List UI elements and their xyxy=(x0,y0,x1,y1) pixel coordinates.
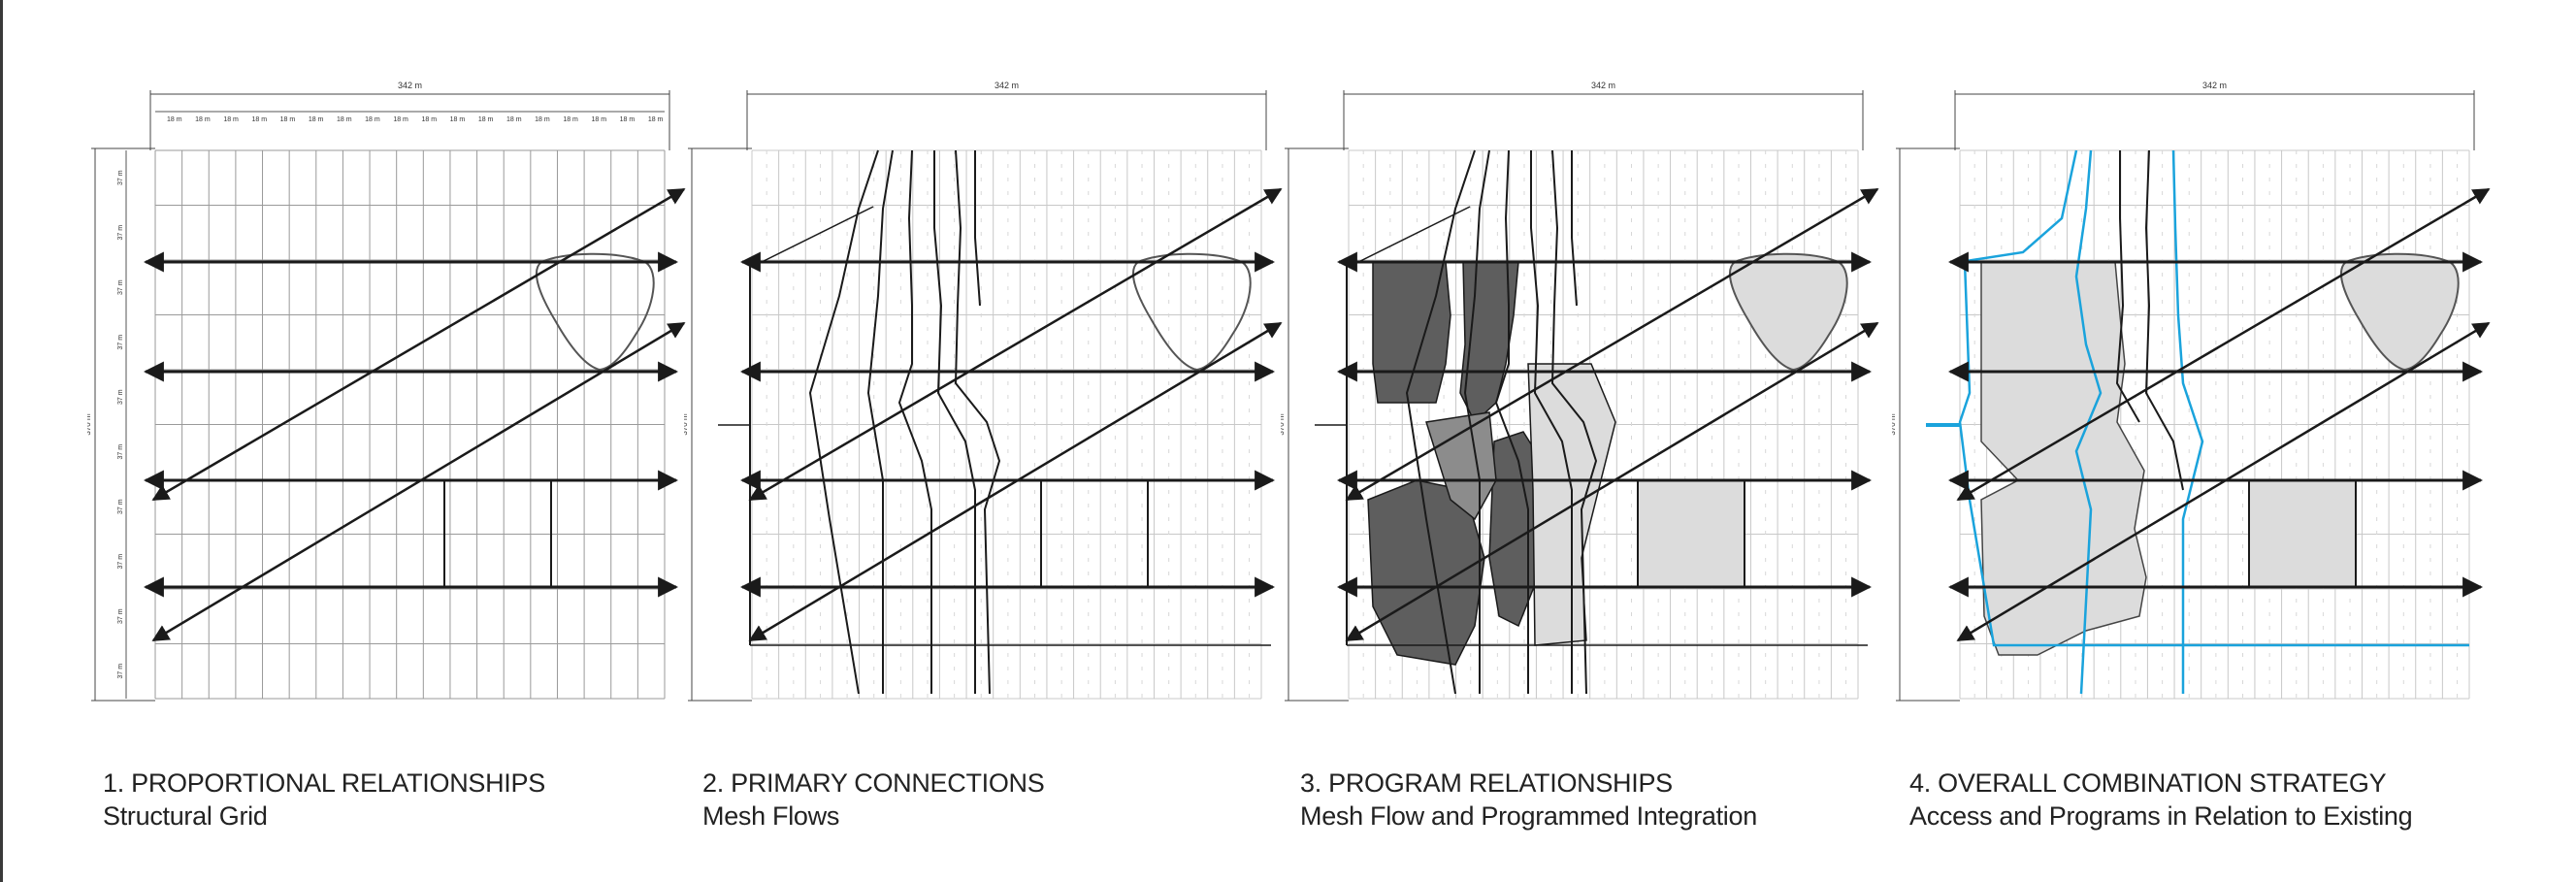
access-route-line xyxy=(2171,149,2204,694)
row-dimension-label: 37 m xyxy=(117,279,124,295)
program-block-square xyxy=(1637,479,1745,588)
panel-title: 3. PROGRAM RELATIONSHIPS xyxy=(1300,768,1673,798)
row-dimension-label: 37 m xyxy=(117,499,124,514)
flow-arrows xyxy=(143,187,686,642)
mesh-flow-line xyxy=(974,150,981,307)
column-dimension-label: 18 m xyxy=(478,116,494,123)
dimension-label-side: 370 m xyxy=(684,413,689,436)
column-dimension-label: 18 m xyxy=(223,116,239,123)
dimension-label-top: 342 m xyxy=(1591,81,1615,90)
flow-arrows xyxy=(1336,187,1879,642)
panel-program-relationships: 342 m 370 m xyxy=(1281,81,1879,702)
column-dimension-label: 18 m xyxy=(195,116,211,123)
dimension-label-side: 370 m xyxy=(87,413,92,436)
caption-panel-1: 1. PROPORTIONAL RELATIONSHIPS Structural… xyxy=(103,767,545,833)
caption-panel-2: 2. PRIMARY CONNECTIONS Mesh Flows xyxy=(702,767,1045,833)
panel-title: 4. OVERALL COMBINATION STRATEGY xyxy=(1909,768,2387,798)
column-dimension-label: 18 m xyxy=(620,116,636,123)
column-dimension-label: 18 m xyxy=(337,116,352,123)
panel-subtitle: Access and Programs in Relation to Exist… xyxy=(1909,801,2413,831)
panel-overall-strategy: 342 m 370 m xyxy=(1892,81,2491,702)
row-dimension-label: 37 m xyxy=(117,554,124,570)
diagonal-flow-arrow xyxy=(1956,321,2491,642)
panel-subtitle: Mesh Flow and Programmed Integration xyxy=(1300,801,1757,831)
column-dimension-label: 18 m xyxy=(535,116,550,123)
dimension-lines: 342 m 370 m xyxy=(1281,81,1864,702)
dimension-lines: 342 m 370 m xyxy=(684,81,1267,702)
column-dimension-label: 18 m xyxy=(592,116,607,123)
row-dimension-label: 37 m xyxy=(117,225,124,241)
diagonal-flow-arrow xyxy=(748,321,1283,642)
diagonal-flow-arrow xyxy=(151,187,686,502)
program-block-square xyxy=(2248,479,2357,588)
mesh-flow-line xyxy=(1348,206,1471,268)
dimension-lines: 342 m 370 m 18 m 18 m 18 m 18 m 18 m 18 m 18 m 18… xyxy=(87,81,670,702)
diagonal-flow-arrow xyxy=(1345,321,1879,642)
row-dimension-label: 37 m xyxy=(117,444,124,460)
structural-grid xyxy=(154,149,666,700)
row-dimension-label: 37 m xyxy=(117,664,124,679)
panel-subtitle: Structural Grid xyxy=(103,801,268,831)
mesh-flow-line xyxy=(1571,150,1578,307)
column-dimension-label: 18 m xyxy=(365,116,380,123)
dimension-label-side: 370 m xyxy=(1892,413,1897,436)
row-dimension-label: 37 m xyxy=(117,335,124,350)
mesh-flow-lines xyxy=(718,149,1271,695)
mesh-flow-line xyxy=(897,149,932,694)
panel-primary-connections: 342 m 370 m xyxy=(684,81,1283,702)
column-dimension-label: 18 m xyxy=(167,116,182,123)
column-dimension-label: 18 m xyxy=(309,116,324,123)
dimension-label-side: 370 m xyxy=(1281,413,1286,436)
flow-arrows xyxy=(1947,187,2491,642)
sheet-edge-rule xyxy=(0,0,3,882)
mesh-flow-line xyxy=(751,206,874,268)
caption-panel-4: 4. OVERALL COMBINATION STRATEGY Access a… xyxy=(1909,767,2413,833)
column-dimension-label: 18 m xyxy=(393,116,408,123)
dimension-lines: 342 m 370 m xyxy=(1892,81,2475,702)
dimension-label-top: 342 m xyxy=(2202,81,2227,90)
dimension-label-top: 342 m xyxy=(995,81,1019,90)
panel-title: 1. PROPORTIONAL RELATIONSHIPS xyxy=(103,768,545,798)
column-dimension-label: 18 m xyxy=(280,116,296,123)
panel-title: 2. PRIMARY CONNECTIONS xyxy=(702,768,1045,798)
row-dimension-label: 37 m xyxy=(117,389,124,405)
access-route-line xyxy=(1959,149,2078,264)
column-dimension-label: 18 m xyxy=(648,116,664,123)
structural-grid xyxy=(751,149,1262,700)
column-dimension-label: 18 m xyxy=(563,116,578,123)
column-dimension-label: 18 m xyxy=(422,116,438,123)
row-dimension-label: 37 m xyxy=(117,170,124,185)
dimension-label-top: 342 m xyxy=(398,81,422,90)
column-dimension-label: 18 m xyxy=(450,116,466,123)
caption-panel-3: 3. PROGRAM RELATIONSHIPS Mesh Flow and P… xyxy=(1300,767,1757,833)
column-dimension-label: 18 m xyxy=(252,116,268,123)
panel-subtitle: Mesh Flows xyxy=(702,801,840,831)
row-dimension-label: 37 m xyxy=(117,608,124,624)
panel-proportional-grid: 342 m 370 m 18 m 18 m 18 m 18 m 18 m 18 m 18 m 18… xyxy=(87,81,686,702)
diagonal-flow-arrow xyxy=(748,187,1283,502)
diagonal-flow-arrow xyxy=(151,321,686,642)
flow-arrows xyxy=(739,187,1283,642)
column-dimension-label: 18 m xyxy=(506,116,522,123)
